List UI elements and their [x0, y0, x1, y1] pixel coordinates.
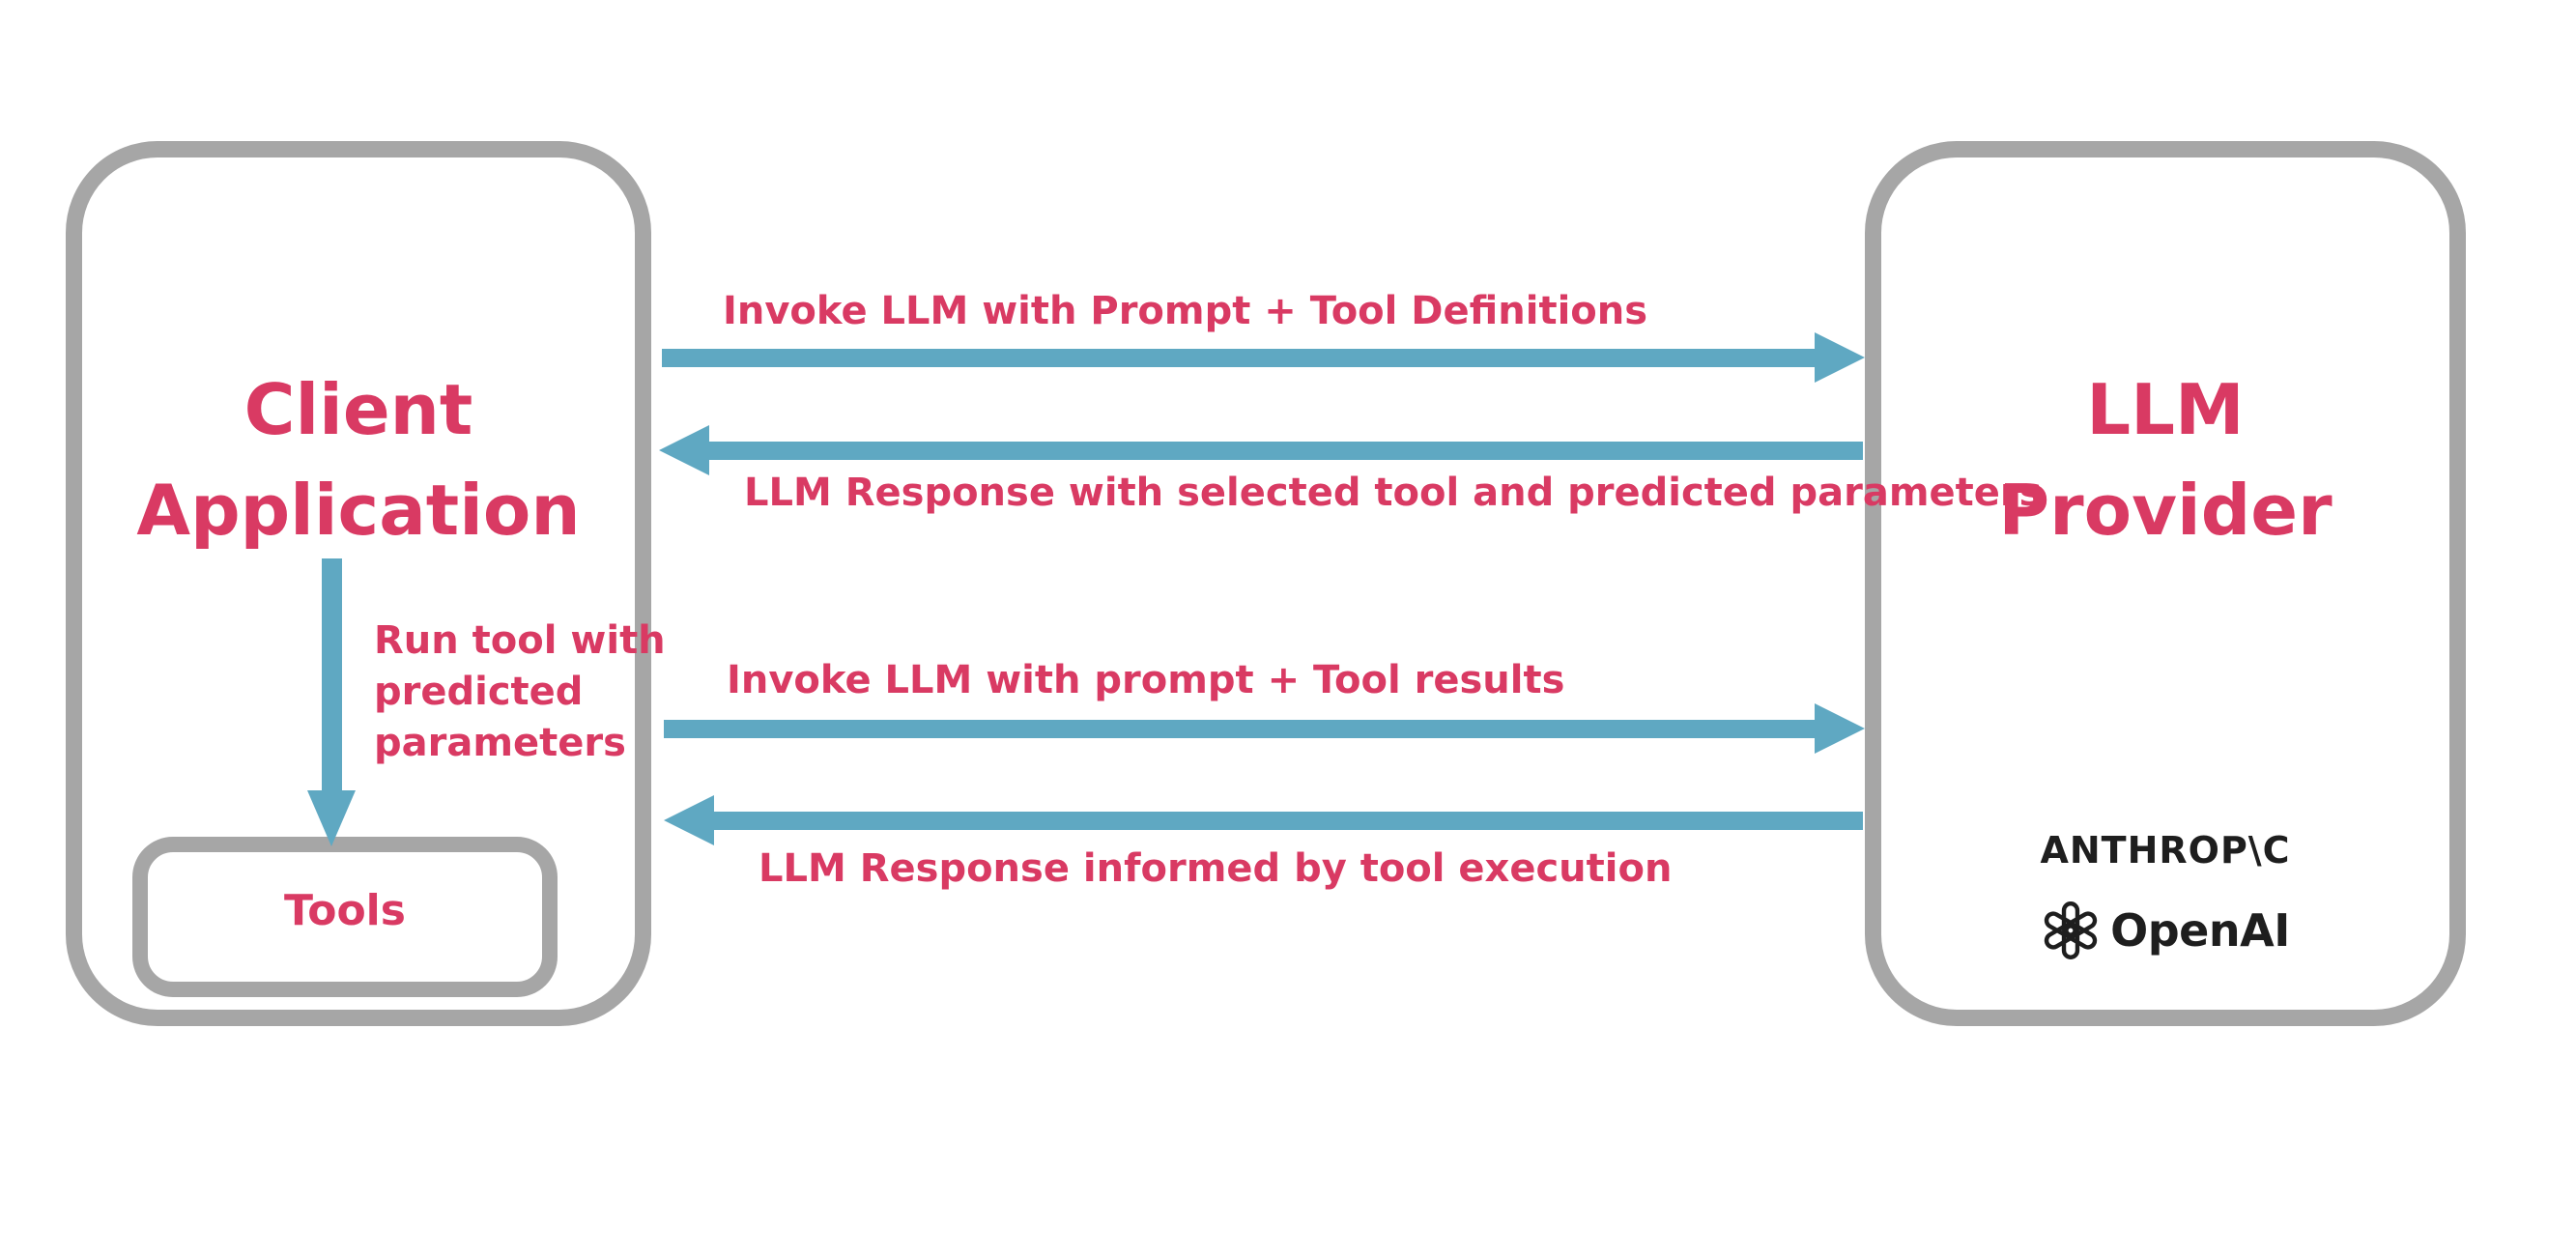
arrow-shaft	[664, 719, 1815, 738]
flow-arrow-2-left-icon	[659, 425, 1863, 475]
openai-logo: OpenAI	[1865, 901, 2466, 960]
arrow-shaft	[709, 441, 1863, 460]
arrow-shaft	[321, 558, 342, 790]
client-application-title: Client Application	[66, 359, 651, 560]
run-tool-arrow-down-icon	[307, 558, 356, 846]
llm-provider-title: LLM Provider	[1865, 359, 2466, 560]
flow-label-3: Invoke LLM with prompt + Tool results	[727, 658, 1565, 702]
arrow-left-head-icon	[664, 795, 714, 845]
tools-label: Tools	[284, 885, 406, 935]
flow-arrow-4-left-icon	[664, 795, 1863, 845]
arrow-left-head-icon	[659, 425, 709, 475]
flow-arrow-1-right-icon	[662, 332, 1865, 383]
flow-label-1: Invoke LLM with Prompt + Tool Definition…	[723, 289, 1648, 333]
arrow-right-head-icon	[1815, 332, 1865, 383]
arrow-down-head-icon	[307, 790, 356, 846]
client-application-box	[66, 141, 651, 1026]
flow-arrow-3-right-icon	[664, 703, 1865, 754]
llm-provider-box	[1865, 141, 2466, 1026]
run-tool-note-line-1: Run tool with	[374, 618, 666, 663]
provider-title-line-2: Provider	[1998, 470, 2333, 551]
openai-wordmark: OpenAI	[2110, 904, 2290, 957]
provider-title-line-1: LLM	[2086, 369, 2245, 450]
flow-label-4: LLM Response informed by tool execution	[758, 846, 1673, 891]
arrow-right-head-icon	[1815, 703, 1865, 754]
tools-box: Tools	[132, 837, 558, 997]
client-title-line-1: Client	[243, 369, 473, 450]
client-title-line-2: Application	[136, 470, 581, 551]
anthropic-logo: ANTHROP\C	[2040, 829, 2291, 872]
arrow-shaft	[714, 811, 1863, 830]
run-tool-note-line-3: parameters	[374, 721, 626, 765]
flow-label-2: LLM Response with selected tool and pred…	[744, 471, 2043, 515]
arrow-shaft	[662, 348, 1815, 367]
run-tool-note: Run tool with predicted parameters	[374, 615, 666, 769]
run-tool-note-line-2: predicted	[374, 670, 584, 714]
openai-logo-icon	[2044, 901, 2098, 959]
